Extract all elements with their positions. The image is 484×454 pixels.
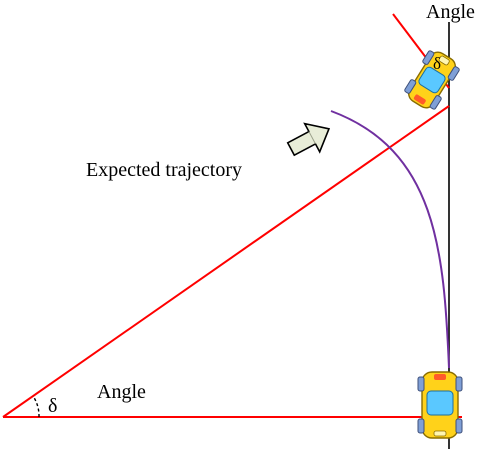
trajectory-label: Expected trajectory	[86, 159, 242, 181]
angle-label-bottom: Angle	[97, 381, 146, 403]
delta-symbol-top: δ	[433, 54, 441, 73]
bottom-angle-arc	[32, 395, 40, 418]
car-icon	[404, 50, 460, 110]
hypotenuse-red-line	[2, 105, 450, 418]
angle-label-top: Angle	[426, 1, 475, 23]
delta-symbol-bottom: δ	[48, 395, 57, 417]
block-arrow-icon	[286, 122, 331, 157]
trajectory-curve	[330, 110, 450, 369]
car-icon	[417, 371, 463, 439]
